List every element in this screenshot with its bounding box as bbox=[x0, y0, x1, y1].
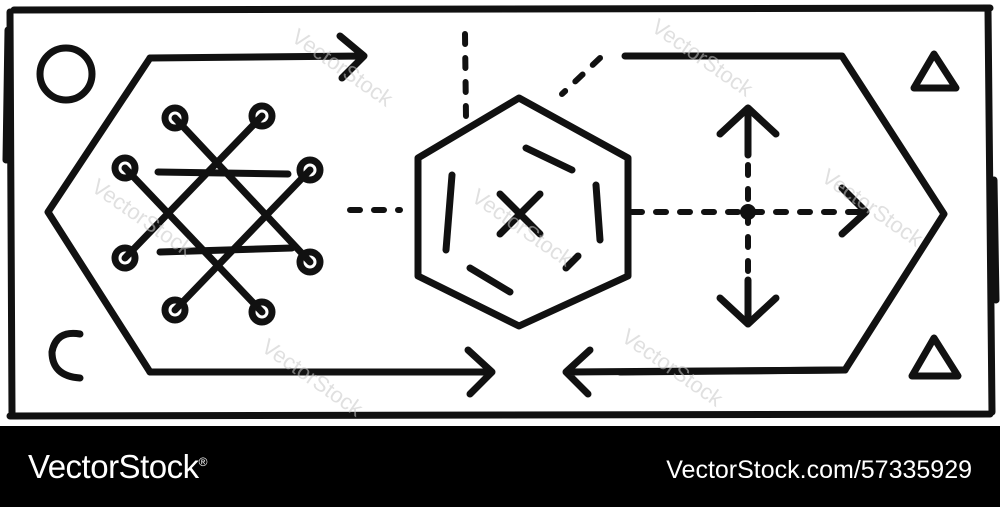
watermark-text: VectorStock bbox=[467, 184, 578, 272]
center-dot bbox=[740, 204, 756, 220]
vertical-double-arrow bbox=[716, 104, 780, 328]
outer-hexagon-left bbox=[44, 54, 154, 376]
bottom-left-pointing-arrow bbox=[562, 346, 849, 398]
outer-frame bbox=[2, 4, 1000, 420]
a-symbol-bottom bbox=[908, 334, 962, 380]
hexagram-symbol bbox=[111, 102, 324, 326]
c-symbol bbox=[48, 329, 84, 382]
dashed-line-diagonal bbox=[559, 55, 603, 97]
registered-mark: ® bbox=[198, 455, 208, 469]
image-reference: VectorStock.com/57335929 bbox=[666, 456, 972, 484]
right-dashed-arrowhead bbox=[838, 184, 870, 238]
brand-logo: VectorStock® bbox=[28, 448, 207, 486]
watermark-text: VectorStock bbox=[817, 164, 928, 252]
top-arrow bbox=[146, 32, 368, 82]
watermark-text: VectorStock bbox=[257, 334, 368, 422]
bottom-right-pointing-arrow bbox=[146, 346, 496, 398]
alchemy-ticket-illustration: VectorStock VectorStock VectorStock Vect… bbox=[2, 4, 1000, 422]
a-symbol-top bbox=[910, 50, 960, 92]
brand-name: VectorStock bbox=[28, 448, 199, 485]
footer-bar: VectorStock® VectorStock.com/57335929 bbox=[0, 426, 1000, 507]
circle-symbol bbox=[36, 44, 96, 104]
dashed-line-vertical-top bbox=[462, 31, 469, 121]
central-hexagon bbox=[414, 94, 632, 330]
